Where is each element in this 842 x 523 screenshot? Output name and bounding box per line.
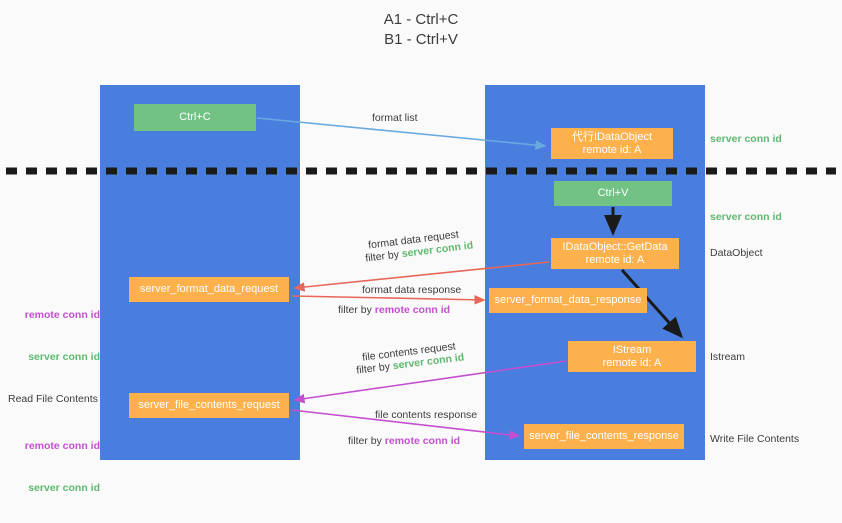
box-server-file-contents-request-label: server_file_contents_request [138, 399, 280, 411]
filter-prefix: filter by [364, 248, 403, 265]
edge-label-file-contents-response-filter: filter by remote conn id [348, 434, 460, 449]
annotation-read-file-contents: Read File Contents [8, 393, 98, 405]
box-istream-line1: IStream [612, 343, 652, 356]
box-server-format-data-response-label: server_format_data_response [494, 294, 642, 306]
box-ctrl-c[interactable]: Ctrl+C [134, 104, 256, 131]
annotation-remote-conn-id: remote conn id [24, 309, 100, 321]
box-idataobject-getdata-line1: IDataObject::GetData [562, 240, 668, 253]
diagram-canvas: A1 - Ctrl+C B1 - Ctrl+V A1 remote B1 con… [6, 11, 836, 494]
filter-prefix: filter by [338, 304, 375, 316]
filter-prefix: filter by [348, 435, 385, 447]
box-server-format-data-request-label: server_format_data_request [139, 283, 279, 295]
box-proxy-idataobject-line2: remote id: A [582, 143, 642, 156]
box-idataobject-getdata[interactable]: IDataObject::GetData remote id: A [551, 238, 679, 269]
box-server-file-contents-request[interactable]: server_file_contents_request [129, 393, 289, 418]
annotation-left-middle: remote conn id server conn id [8, 280, 100, 392]
box-server-format-data-request[interactable]: server_format_data_request [129, 277, 289, 302]
edge-label-format-list: format list [372, 112, 418, 124]
edge-label-format-data-response-filter: filter by remote conn id [338, 303, 450, 318]
box-ctrl-v-label: Ctrl+V [597, 187, 629, 199]
annotation-remote-conn-id: remote conn id [24, 440, 100, 452]
annotation-right-server-conn-id-2: server conn id [710, 211, 782, 223]
page-title: A1 - Ctrl+C B1 - Ctrl+V [383, 11, 459, 48]
box-server-file-contents-response-label: server_file_contents_response [529, 430, 679, 442]
annotation-right-server-conn-id-1: server conn id [710, 133, 782, 145]
annotation-server-conn-id: server conn id [28, 482, 100, 494]
box-proxy-idataobject-line1: 代行IDataObject [571, 130, 653, 143]
annotation-left-bottom: remote conn id server conn id [8, 411, 100, 523]
annotation-right-istream: Istream [710, 351, 746, 363]
annotation-right-dataobject: DataObject [710, 247, 763, 259]
filter-value-remote-conn-id: remote conn id [374, 304, 451, 316]
edge-label-format-data-response: format data response [362, 284, 462, 296]
box-proxy-idataobject[interactable]: 代行IDataObject remote id: A [551, 128, 673, 159]
annotation-right-write-file-contents: Write File Contents [710, 433, 800, 445]
filter-value-remote-conn-id: remote conn id [384, 435, 461, 447]
phase-divider [6, 167, 836, 175]
box-ctrl-c-label: Ctrl+C [179, 111, 211, 123]
filter-prefix: filter by [355, 360, 394, 377]
annotation-server-conn-id: server conn id [28, 351, 100, 363]
box-istream[interactable]: IStream remote id: A [568, 341, 696, 372]
box-istream-line2: remote id: A [602, 356, 662, 369]
box-server-format-data-response[interactable]: server_format_data_response [489, 288, 647, 313]
box-server-file-contents-response[interactable]: server_file_contents_response [524, 424, 684, 449]
edge-label-file-contents-response: file contents response [375, 409, 478, 421]
box-ctrl-v[interactable]: Ctrl+V [554, 181, 672, 206]
box-idataobject-getdata-line2: remote id: A [585, 253, 645, 266]
